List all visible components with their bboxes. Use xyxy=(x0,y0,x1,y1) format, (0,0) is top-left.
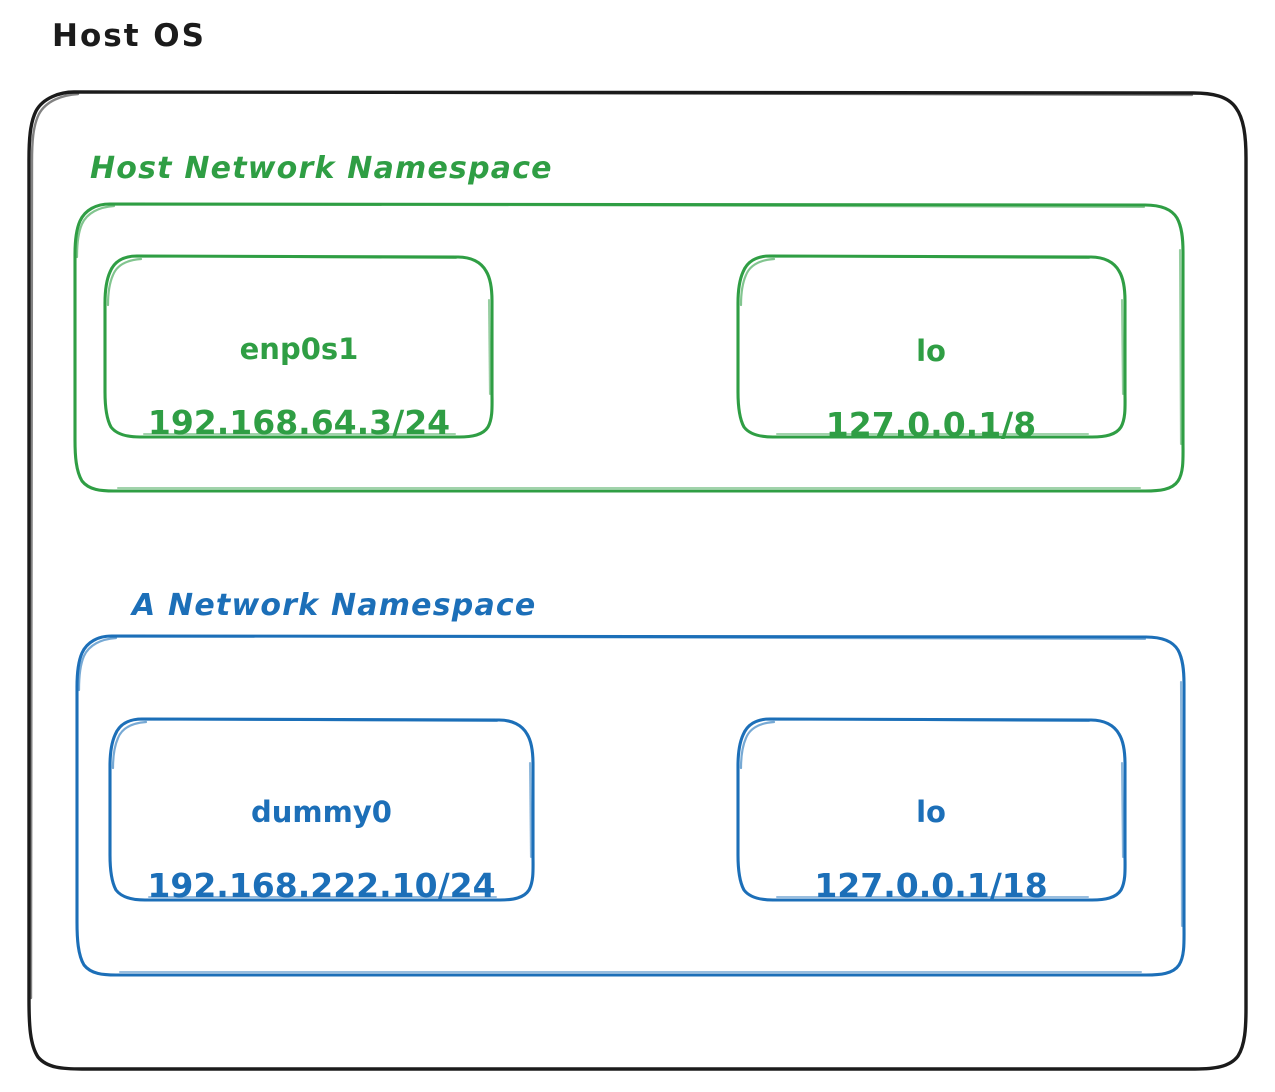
interface-dummy0: dummy0 192.168.222.10/24 xyxy=(110,759,533,942)
interface-address-lo-ns: 127.0.0.1/18 xyxy=(814,865,1048,905)
interface-lo-ns: lo 127.0.0.1/18 xyxy=(737,759,1125,942)
page-title: Host OS xyxy=(52,18,206,54)
interface-name-lo-host: lo xyxy=(916,334,946,369)
interface-enp0s1: enp0s1 192.168.64.3/24 xyxy=(105,296,493,479)
interface-address-dummy0: 192.168.222.10/24 xyxy=(147,865,496,905)
interface-address-lo-host: 127.0.0.1/8 xyxy=(825,404,1037,444)
interface-name-lo-ns: lo xyxy=(916,795,946,830)
namespace-label-a: A Network Namespace xyxy=(132,588,537,623)
interface-address-enp0s1: 192.168.64.3/24 xyxy=(147,402,451,442)
interface-name-dummy0: dummy0 xyxy=(251,795,392,830)
interface-lo-host: lo 127.0.0.1/8 xyxy=(737,298,1125,481)
interface-name-enp0s1: enp0s1 xyxy=(239,332,359,367)
namespace-label-host: Host Network Namespace xyxy=(90,151,553,186)
